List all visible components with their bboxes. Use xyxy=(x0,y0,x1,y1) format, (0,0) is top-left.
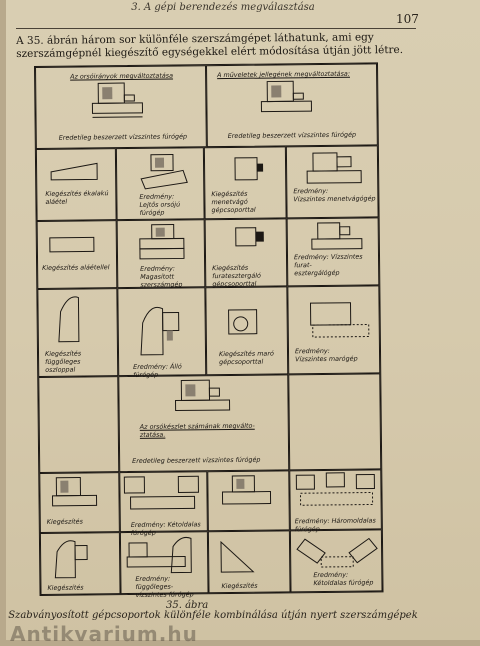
cell-upright-drill: Eredmény: Álló fúrógép xyxy=(117,287,207,379)
row3-c3-label: Kiegészítés furatesztergáló gépcsoportta… xyxy=(212,263,261,289)
boring-unit-drawing xyxy=(235,227,264,247)
cell-two-sided-drill-2: Eredmény: Kétoldalas fúrógép xyxy=(289,529,383,593)
cell-row6-addition: Kiegészítés xyxy=(39,472,120,533)
figure-number: 35. ábra xyxy=(166,600,209,611)
three-sided-drill-drawing xyxy=(295,472,375,506)
row4-c4-label: Eredmény: Vízszintes marógép xyxy=(294,346,358,364)
row3-c2-label: Eredmény: Magasított szerszámgép xyxy=(140,264,183,289)
cell-boring-machine: Eredmény: Vízszintes furat- esztergálógé… xyxy=(286,217,380,287)
row5-title: Az orsókészlet számának megválto- ztatás… xyxy=(139,421,255,439)
row2-c3-label: Kiegészítés menetvágó gépcsoporttal xyxy=(211,189,256,215)
riser-block-icon xyxy=(49,236,95,253)
row4-c3-label: Kiegészítés maró gépcsoporttal xyxy=(218,349,274,367)
row7-c1-label: Kiegészítés xyxy=(47,583,84,592)
page-number: 107 xyxy=(396,12,419,26)
row2-c4-label: Eredmény: Vízszintes menetvágógép xyxy=(293,186,376,204)
cell-three-sided-drill: Eredmény: Háromoldalas fúrógép xyxy=(289,469,382,533)
raised-machine-drawing xyxy=(139,224,185,260)
milling-machine-drawing xyxy=(309,302,370,338)
boring-machine-drawing xyxy=(311,222,363,250)
row3-c1-label: Kiegészítés aláétellel xyxy=(42,263,110,272)
cell-threading-machine: Eredmény: Vízszintes menetvágógép xyxy=(285,145,379,219)
cell-threading-unit: Kiegészítés menetvágó gépcsoporttal xyxy=(203,146,287,220)
wedge-icon xyxy=(50,162,98,181)
figure-caption: Szabványosított gépcsoportok különféle k… xyxy=(8,610,418,621)
upright-drill-drawing xyxy=(140,306,180,356)
running-head: 3. A gépi berendezés megválasztása xyxy=(131,2,315,13)
row2-c2-label: Eredmény: Lejtős orsójú fúrógép xyxy=(139,192,181,217)
angled-two-sided-drill-drawing xyxy=(296,537,378,568)
row4-c1-label: Kiegészítés függőleges oszloppal xyxy=(44,349,82,374)
figure-35: Az orsóirányok megváltoztatása Eredetile… xyxy=(34,62,384,599)
intro-paragraph: A 35. ábrán három sor különféle szerszám… xyxy=(16,31,404,60)
cell-row7-addition-2: Kiegészítés xyxy=(207,530,291,594)
cell-riser-base: Kiegészítés aláétellel xyxy=(36,220,118,289)
vertical-horizontal-drill-drawing xyxy=(126,536,192,574)
header-rule xyxy=(16,28,416,29)
cell-raised-machine: Eredmény: Magasított szerszámgép xyxy=(116,219,206,289)
row1-left-title: Az orsóirányok megváltoztatása xyxy=(70,71,174,81)
horizontal-drill-drawing xyxy=(91,82,144,118)
row7-c2-label: Eredmény: függőleges- vízszintes fúrógép xyxy=(135,574,194,599)
cell-two-sided-drill: Eredmény: Kétoldalas fúrógép xyxy=(119,471,208,537)
cell-spindle-direction: Az orsóirányok megváltoztatása Eredetile… xyxy=(35,65,207,149)
row1-left-caption: Eredetileg beszerzett vízszintes fúrógép xyxy=(58,132,188,142)
cell-operation-type: A műveletek jellegének megváltoztatása: … xyxy=(206,63,378,148)
unit-addition-drawing-2 xyxy=(221,475,272,505)
cell-row6-addition-2 xyxy=(207,470,290,532)
watermark: Antikvarium.hu xyxy=(10,622,198,646)
cell-inclined-drill: Eredmény: Lejtős orsójú fúrógép xyxy=(115,147,205,221)
cell-row5-blank-right xyxy=(288,373,382,471)
milling-unit-drawing xyxy=(228,309,258,335)
cell-row7-addition: Kiegészítés xyxy=(39,532,121,595)
base-drill-drawing xyxy=(175,379,231,412)
row2-c1-label: Kiegészítés ékalakú aláétel xyxy=(45,189,109,206)
row1-right-caption: Eredetileg beszerzett vízszintes fúrógép xyxy=(227,130,357,140)
inclined-drill-drawing xyxy=(140,154,188,190)
column-unit-drawing xyxy=(54,540,88,579)
row1-right-title: A műveletek jellegének megváltoztatása: xyxy=(217,69,351,80)
cell-milling-unit: Kiegészítés maró gépcsoporttal xyxy=(205,286,289,376)
row3-c4-label: Eredmény: Vízszintes furat- esztergálógé… xyxy=(293,252,363,278)
angle-bracket-drawing xyxy=(220,540,255,573)
row5-caption: Eredetileg beszerzett vízszintes fúrógép xyxy=(132,455,261,465)
cell-spindle-count: Az orsókészlet számának megválto- ztatás… xyxy=(118,374,290,473)
cell-vertical-column: Kiegészítés függőleges oszloppal xyxy=(37,288,119,377)
cell-vertical-horizontal-drill: Eredmény: függőleges- vízszintes fúrógép xyxy=(119,531,209,599)
book-page: 3. A gépi berendezés megválasztása 107 A… xyxy=(6,0,480,646)
unit-addition-drawing xyxy=(51,477,98,507)
two-sided-drill-drawing xyxy=(123,475,199,510)
cell-row5-blank-left xyxy=(38,376,120,473)
threading-unit-drawing xyxy=(234,157,264,181)
cell-wedge-base: Kiegészítés ékalakú aláétel xyxy=(35,148,117,221)
horizontal-drill-drawing-2 xyxy=(260,80,312,113)
row6-c1-label: Kiegészítés xyxy=(46,517,83,526)
row7-c3-label: Kiegészítés xyxy=(221,581,258,591)
row7-c4-label: Eredmény: Kétoldalas fúrógép xyxy=(313,570,374,588)
cell-milling-machine: Eredmény: Vízszintes marógép xyxy=(287,285,381,375)
column-icon xyxy=(58,296,80,343)
threading-machine-drawing xyxy=(306,152,362,184)
cell-boring-unit: Kiegészítés furatesztergáló gépcsoportta… xyxy=(204,218,288,289)
